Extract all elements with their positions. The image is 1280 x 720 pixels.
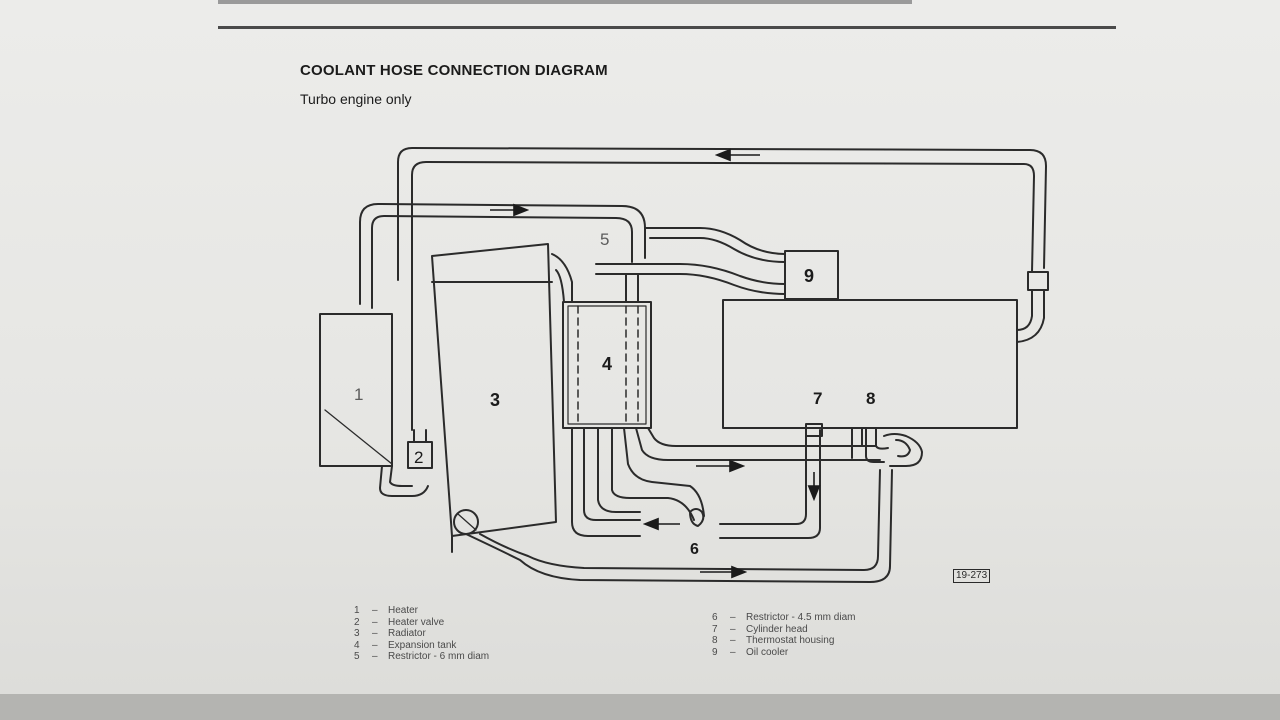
legend-label: Oil cooler: [746, 646, 789, 658]
legend-number: 8: [712, 635, 718, 646]
component-label-5: 5: [600, 230, 609, 249]
lower-hoses: [571, 427, 861, 537]
legend-number: 4: [354, 639, 360, 651]
legend-item: 2–Heater valve: [354, 617, 489, 629]
legend-dash: –: [372, 605, 378, 616]
legend-dash: –: [730, 646, 736, 658]
component-label-2: 2: [414, 448, 423, 467]
component-label-9: 9: [804, 266, 814, 286]
legend-label: Restrictor - 4.5 mm diam: [746, 612, 856, 623]
engine-block-shape: [722, 299, 1018, 429]
figure-reference: 19-273: [953, 569, 991, 583]
legend-item: 9–Oil cooler: [712, 647, 855, 659]
legend-item: 7–Cylinder head: [712, 624, 855, 636]
legend-label: Heater valve: [388, 616, 445, 628]
legend-dash: –: [372, 639, 378, 651]
legend-label: Restrictor - 6 mm diam: [388, 651, 490, 662]
expansion-tank-shape: [562, 301, 652, 429]
restrictor-hose: [595, 263, 786, 295]
component-label-7: 7: [813, 389, 822, 408]
legend-number: 1: [354, 605, 360, 616]
legend-number: 2: [354, 616, 360, 628]
legend-number: 3: [354, 628, 360, 639]
bottom-return-hose: [465, 469, 893, 583]
legend-item: 3 –Radiator: [354, 628, 489, 640]
legend-label: Cylinder head: [746, 623, 808, 635]
legend-number: 5: [354, 651, 360, 662]
legend-dash: –: [730, 623, 736, 635]
oil-cooler-hose-upper: [644, 227, 786, 263]
heater-feed-hose: [359, 203, 646, 309]
legend-item: 4–Expansion tank: [354, 640, 489, 652]
legend-number: 7: [712, 623, 718, 635]
diagram-title: COOLANT HOSE CONNECTION DIAGRAM: [300, 62, 608, 79]
component-label-6: 6: [690, 541, 699, 558]
legend-dash: –: [372, 651, 378, 662]
radiator-upper-hose: [551, 253, 573, 303]
heater-shape: [319, 313, 393, 467]
legend-item: 8 –Thermostat housing: [712, 635, 855, 647]
legend-dash: –: [372, 628, 378, 639]
component-label-3: 3: [490, 390, 500, 410]
legend-item: 5 –Restrictor - 6 mm diam: [354, 651, 489, 663]
legend-label: Expansion tank: [388, 639, 457, 651]
legend-dash: –: [730, 612, 736, 623]
radiator-shape: [431, 243, 557, 537]
legend-number: 9: [712, 646, 718, 658]
cylinder-head-hose: [719, 429, 821, 539]
component-label-4: 4: [602, 354, 612, 374]
heater-valve-shape: [407, 441, 433, 469]
legend-item: 6 –Restrictor - 4.5 mm diam: [712, 612, 855, 624]
legend-label: Radiator: [388, 628, 426, 639]
header-rule: [218, 26, 1116, 29]
flow-arrows: [490, 148, 821, 579]
component-label-1: 1: [354, 385, 363, 404]
legend-label: Heater: [388, 605, 419, 616]
top-edge-rule: [218, 0, 912, 4]
legend-item: 1 –Heater: [354, 605, 489, 617]
legend-dash: –: [372, 616, 378, 628]
heater-return-hose: [379, 465, 429, 497]
diagram-subtitle: Turbo engine only: [300, 91, 412, 107]
component-label-8: 8: [866, 389, 875, 408]
legend-dash: –: [730, 635, 736, 646]
legend-number: 6: [712, 612, 718, 623]
screen-bezel-edge: [0, 694, 1280, 720]
legend-label: Thermostat housing: [746, 635, 835, 646]
